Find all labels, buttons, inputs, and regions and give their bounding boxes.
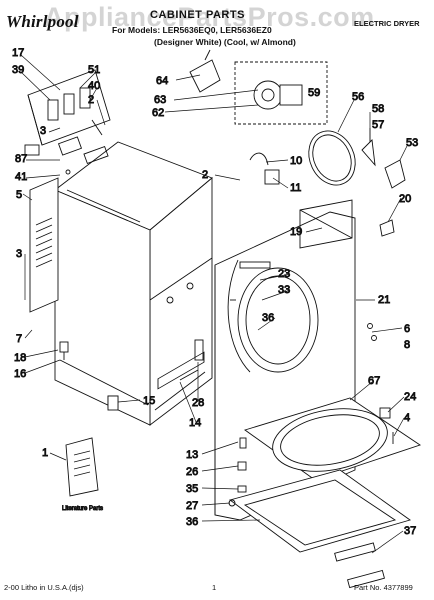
callout-11: 11 — [290, 182, 301, 194]
cabinet-side-panel — [29, 177, 59, 313]
callout-15: 15 — [143, 395, 155, 407]
callout-63: 63 — [154, 94, 166, 106]
callout-26: 26 — [186, 466, 198, 478]
callout-19: 19 — [290, 226, 302, 238]
callout-58: 58 — [372, 103, 384, 115]
callout-53: 53 — [406, 137, 418, 149]
callout-10: 10 — [290, 155, 302, 167]
door-switch — [179, 339, 204, 381]
callout-3-mid: 3 — [16, 248, 22, 260]
callout-14: 14 — [189, 417, 201, 429]
callout-17: 17 — [12, 47, 24, 59]
brand-logo: Whirlpool — [6, 12, 79, 31]
control-bracket — [27, 69, 111, 146]
motor-assembly — [189, 49, 328, 125]
callout-21: 21 — [378, 294, 390, 306]
callout-57: 57 — [372, 119, 384, 131]
door-assembly — [228, 397, 422, 589]
callout-16: 16 — [14, 368, 26, 380]
small-parts-left — [24, 119, 109, 175]
product-type: ELECTRIC DRYER — [354, 19, 420, 28]
literature-booklet — [65, 437, 99, 497]
callout-5: 5 — [16, 189, 22, 201]
callout-64: 64 — [156, 75, 168, 87]
callout-35: 35 — [186, 483, 198, 495]
part-15-clip — [107, 395, 119, 411]
footer-page-number: 1 — [212, 583, 217, 592]
callout-39: 39 — [12, 64, 24, 76]
callout-40: 40 — [88, 80, 100, 92]
callout-41: 41 — [15, 171, 27, 183]
door-seal — [227, 259, 251, 373]
callout-36-bottom: 36 — [186, 516, 198, 528]
callout-56: 56 — [352, 91, 364, 103]
callout-labels: 17 39 51 40 2 3 87 41 5 64 63 62 59 56 5… — [12, 47, 419, 538]
leader-lines — [20, 54, 409, 554]
callout-87: 87 — [15, 153, 27, 165]
callout-67: 67 — [368, 375, 380, 387]
callout-2-mid: 2 — [202, 169, 208, 181]
callout-6: 6 — [404, 323, 410, 335]
callout-36-mid: 36 — [262, 312, 274, 324]
callout-59: 59 — [308, 87, 320, 99]
drum-belt — [308, 130, 356, 186]
callout-8: 8 — [404, 339, 410, 351]
callout-23: 23 — [278, 268, 290, 280]
callout-3-top: 3 — [40, 125, 46, 137]
callout-7: 7 — [16, 333, 22, 345]
literature-label: Literature Parts — [62, 506, 103, 512]
cabinet-body — [54, 141, 213, 426]
page-title: CABINET PARTS — [150, 9, 245, 21]
callout-1: 1 — [42, 447, 48, 459]
callout-13: 13 — [186, 449, 198, 461]
footer-part-number: Part No. 4377899 — [354, 583, 413, 592]
callout-37: 37 — [404, 525, 416, 537]
footer-litho: 2-00 Litho in U.S.A.(djs) — [4, 583, 84, 592]
idler-parts — [361, 139, 406, 237]
callout-28: 28 — [192, 397, 204, 409]
callout-2-top: 2 — [88, 94, 94, 106]
callout-33: 33 — [278, 284, 290, 296]
callout-4: 4 — [404, 412, 410, 424]
callout-24: 24 — [404, 391, 416, 403]
watermark-text: AppliancePartsPros.com — [44, 2, 375, 32]
model-colors: (Designer White) (Cool, w/ Almond) — [154, 37, 296, 47]
screws-right — [367, 323, 377, 341]
callout-27: 27 — [186, 500, 198, 512]
callout-51: 51 — [88, 64, 100, 76]
callout-62: 62 — [152, 107, 164, 119]
callout-20: 20 — [399, 193, 411, 205]
callout-18: 18 — [14, 352, 26, 364]
model-numbers: For Models: LER5636EQ0, LER5636EZ0 — [112, 25, 272, 35]
